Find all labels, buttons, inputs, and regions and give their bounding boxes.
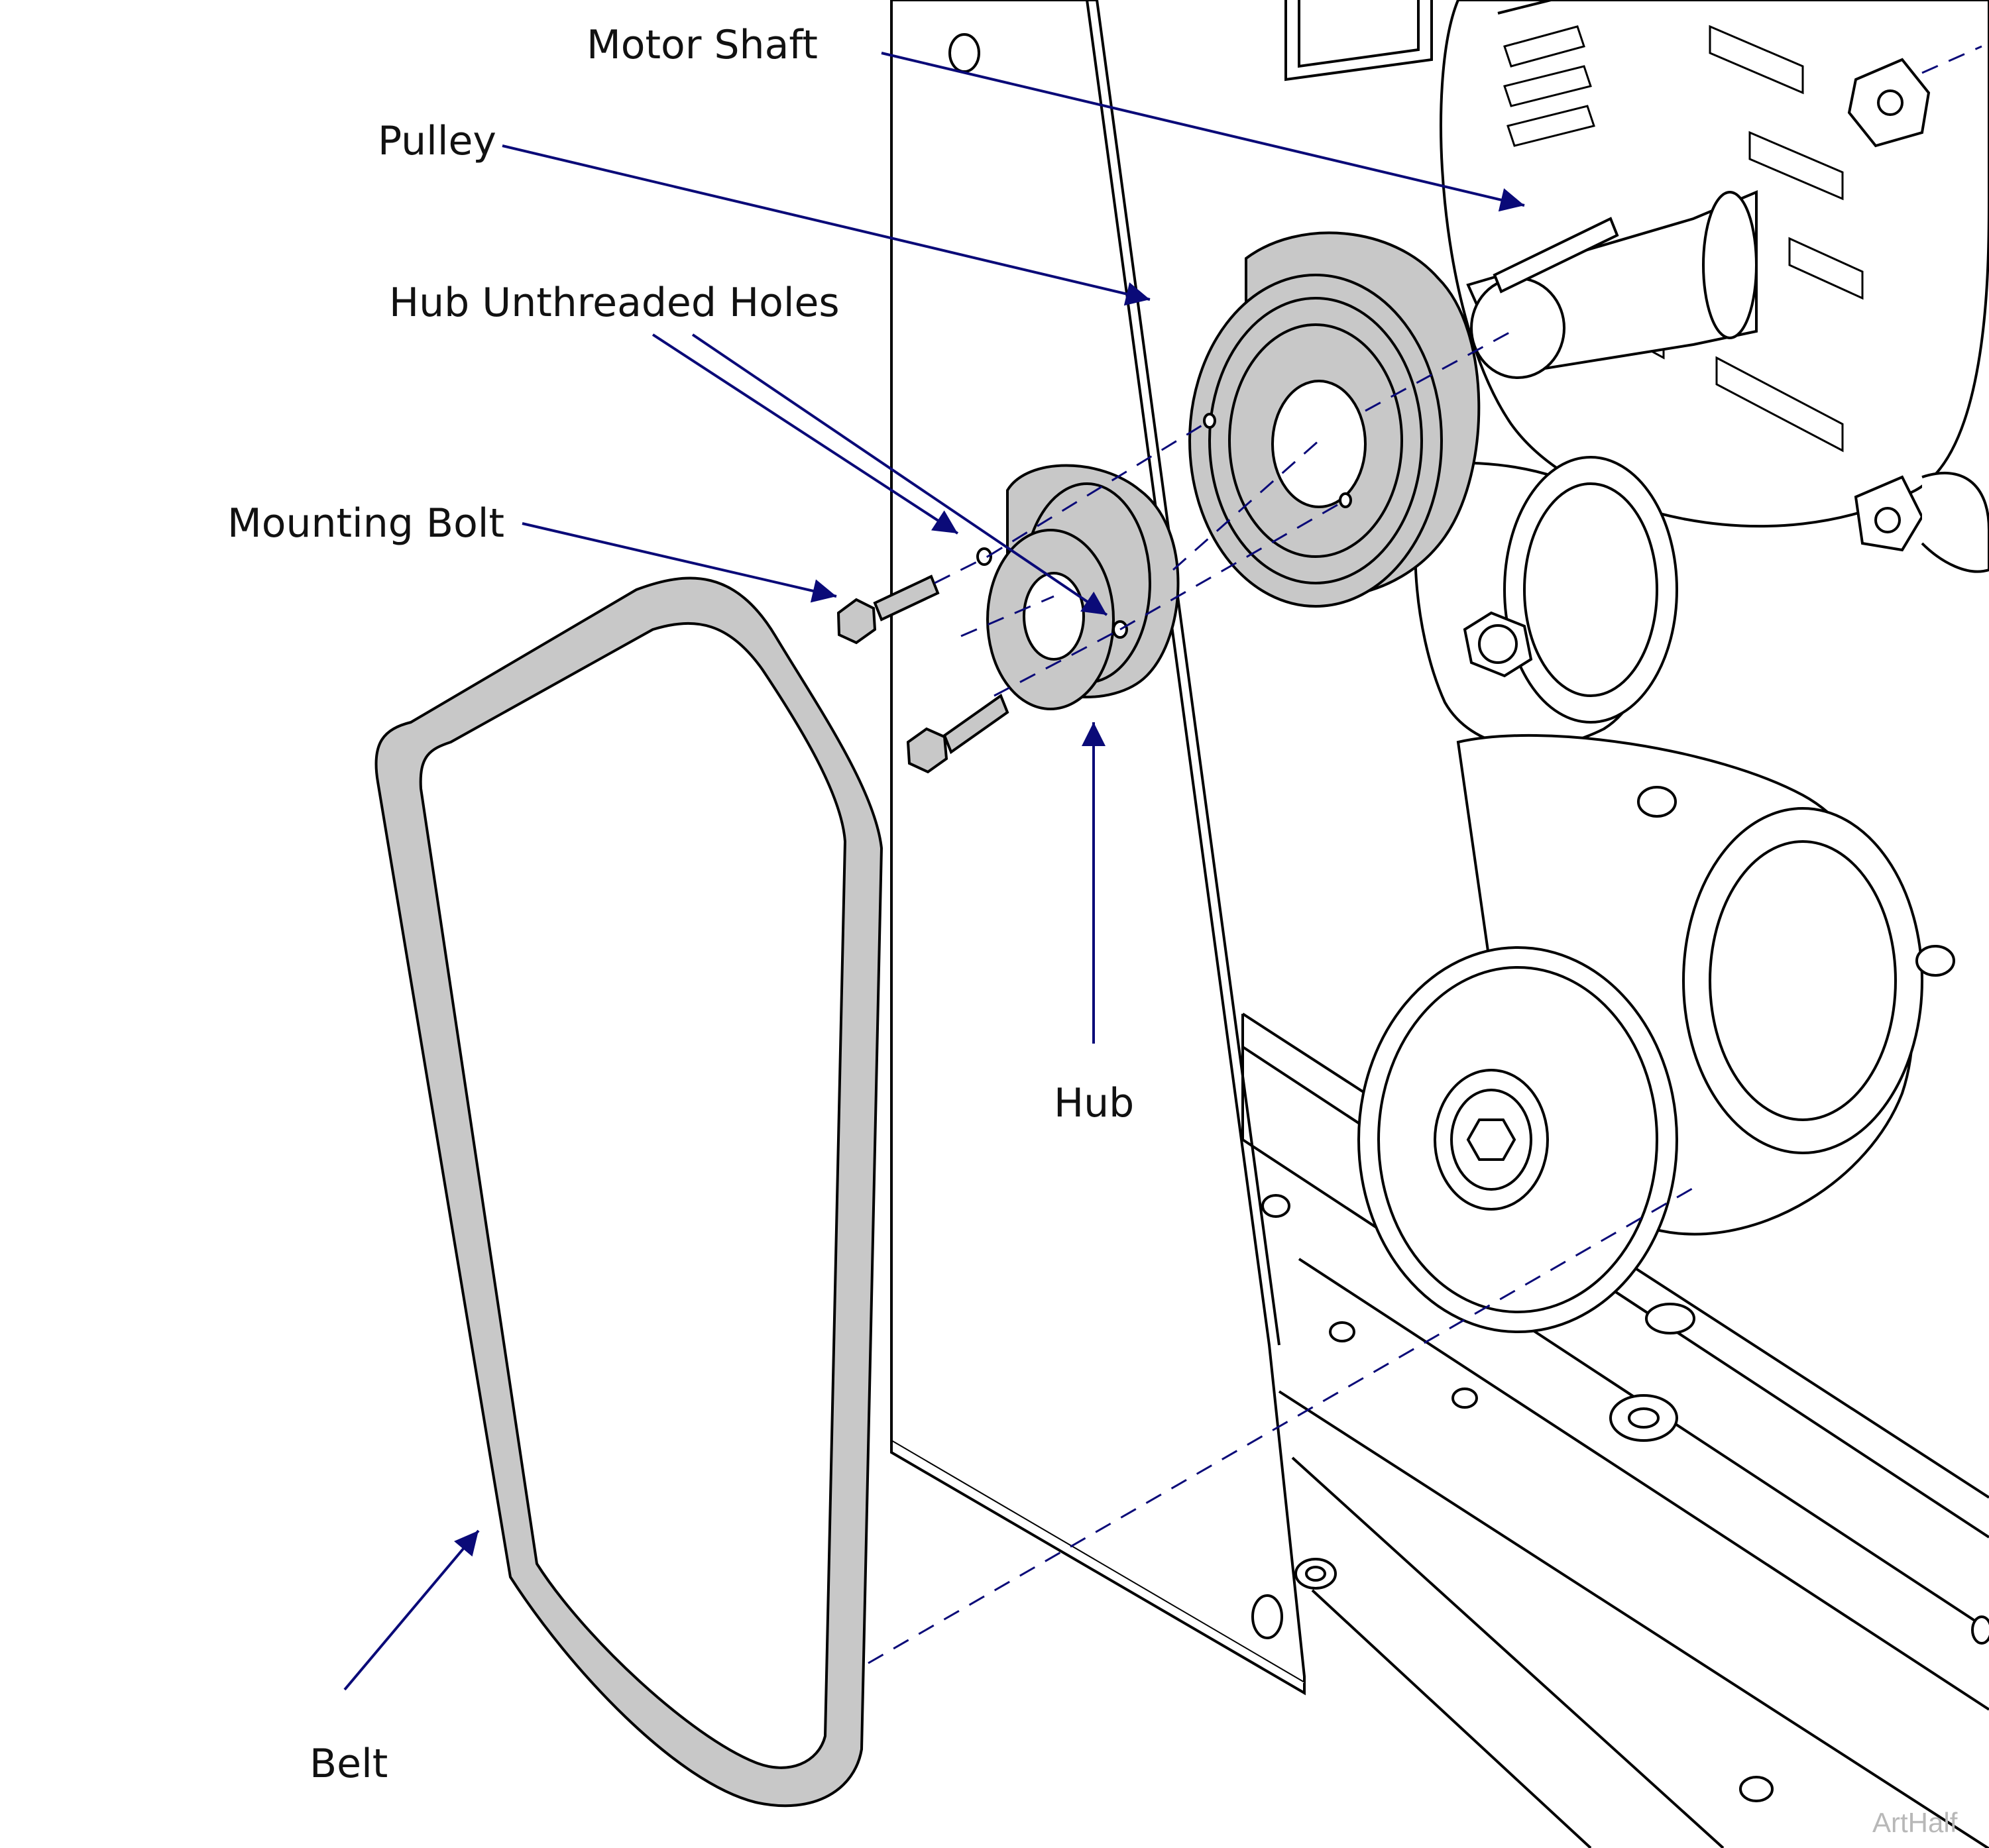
art-credit: ArtHalf	[1872, 1807, 1958, 1838]
leader-pulley	[502, 144, 1151, 306]
label-belt: Belt	[310, 1741, 388, 1787]
centerlines	[868, 45, 1982, 1664]
drive-pulley-lower	[1357, 734, 1955, 1442]
motor-shaft	[1466, 190, 1758, 379]
pulley	[1188, 231, 1481, 608]
leader-hub-unthreaded-holes-1	[652, 333, 959, 535]
frame-fasteners	[1261, 1194, 1989, 1802]
mounting-plate	[890, 0, 1306, 1696]
label-motor-shaft: Motor Shaft	[587, 22, 818, 68]
leader-belt	[343, 1529, 480, 1691]
belt	[374, 576, 883, 1808]
leader-mounting-bolt	[522, 522, 837, 603]
mounting-bolt-upper	[836, 574, 940, 645]
leader-lines	[343, 52, 1525, 1691]
hub	[976, 464, 1180, 710]
mounting-bolt-lower	[906, 693, 1009, 774]
label-hub: Hub	[1054, 1080, 1135, 1126]
label-pulley: Pulley	[378, 118, 496, 164]
leader-hub-unthreaded-holes-2	[691, 333, 1108, 616]
label-mounting-bolt: Mounting Bolt	[227, 500, 504, 547]
idler-arm	[1414, 456, 1678, 749]
leader-motor-shaft	[881, 52, 1525, 212]
label-hub-unthreaded-holes: Hub Unthreaded Holes	[389, 280, 840, 326]
